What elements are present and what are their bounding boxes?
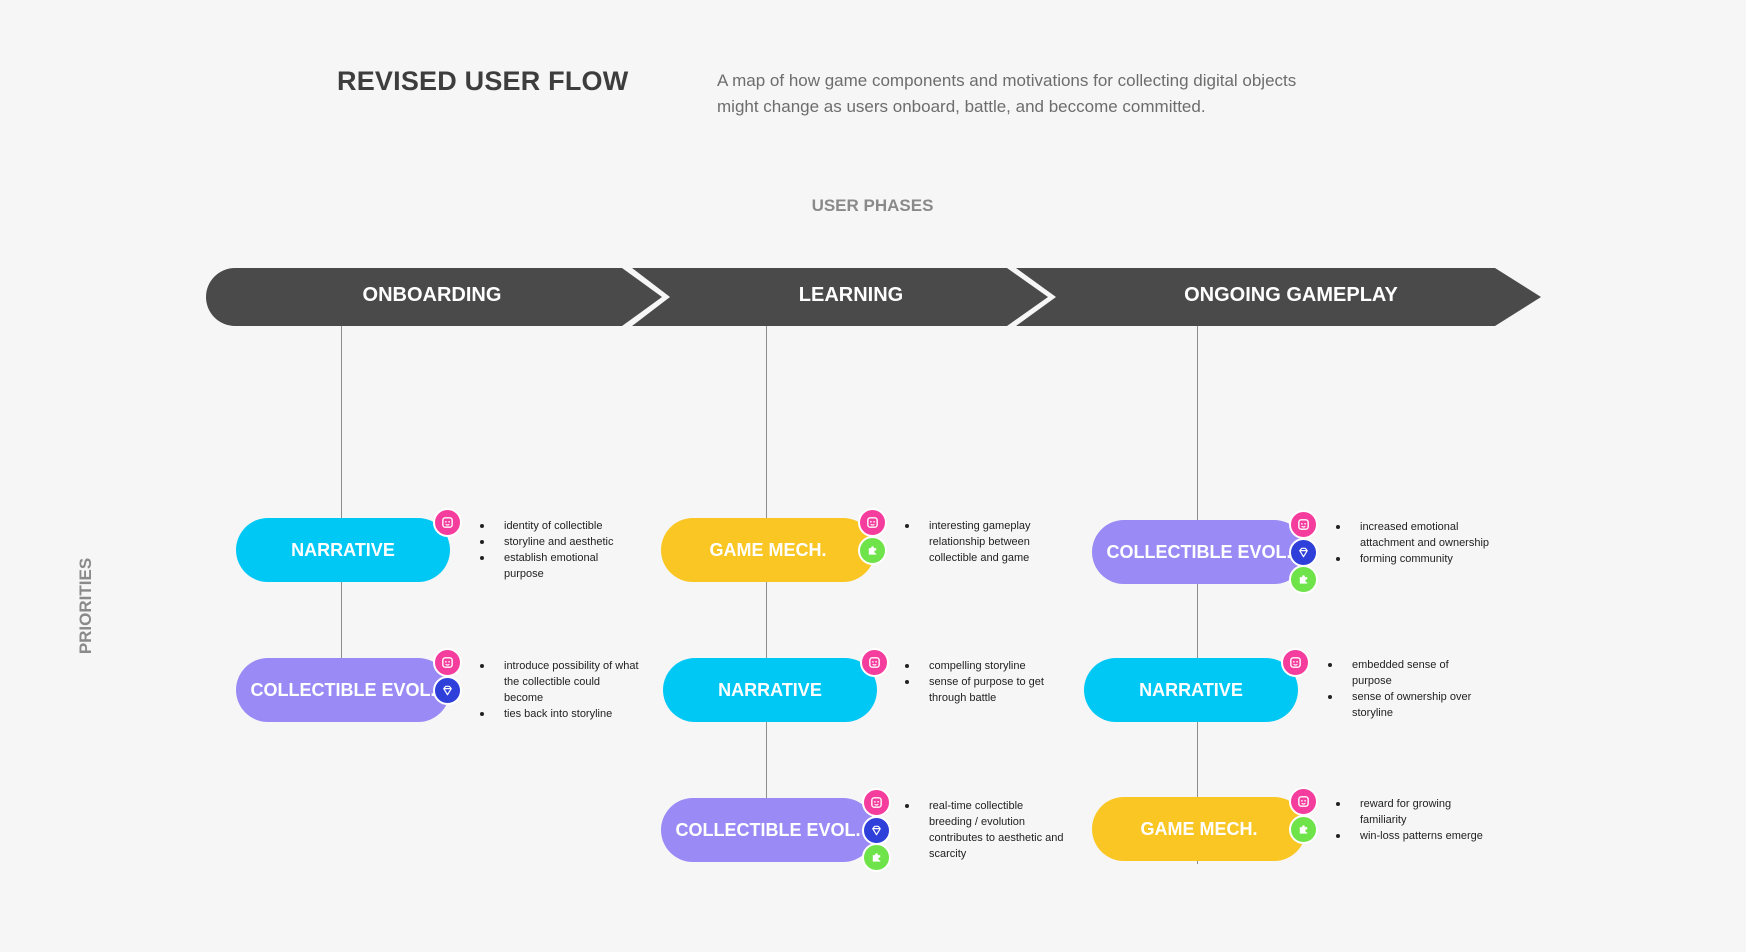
diamond-icon xyxy=(433,676,462,705)
connector-line-ongoing-gameplay xyxy=(1197,326,1198,864)
bullet-item: storyline and aesthetic xyxy=(479,534,639,550)
bullet-item: sense of ownership over storyline xyxy=(1327,689,1487,721)
robot-face-icon xyxy=(860,648,889,677)
priority-pill-narrative: NARRATIVE xyxy=(663,658,877,722)
phase-title-learning: LEARNING xyxy=(798,284,904,306)
robot-face-icon xyxy=(1281,648,1310,677)
priority-pill-narrative: NARRATIVE xyxy=(1084,658,1298,722)
robot-face-icon xyxy=(1289,787,1318,816)
priority-pill-collectible-evolution: COLLECTIBLE EVOL. xyxy=(236,658,450,722)
priority-pill-game-mechanics: GAME MECH. xyxy=(661,518,875,582)
puzzle-piece-icon xyxy=(858,536,887,565)
robot-face-icon xyxy=(433,508,462,537)
bullet-item: sense of purpose to get through battle xyxy=(904,674,1064,706)
bullet-item: embedded sense of purpose xyxy=(1327,657,1487,689)
bullet-item: win-loss patterns emerge xyxy=(1335,828,1495,844)
bullet-list-learning-collectible: real-time collectible breeding / evoluti… xyxy=(904,798,1064,862)
diamond-icon xyxy=(862,816,891,845)
priority-pill-narrative: NARRATIVE xyxy=(236,518,450,582)
bullet-item: identity of collectible xyxy=(479,518,639,534)
user-phases-label: USER PHASES xyxy=(811,196,934,215)
bullet-item: establish emotional purpose xyxy=(479,550,639,582)
bullet-list-ongoing-collectible: increased emotional attachment and owner… xyxy=(1335,519,1495,567)
priority-pill-collectible-evolution: COLLECTIBLE EVOL. xyxy=(661,798,875,862)
phase-title-ongoing-gameplay: ONGOING GAMEPLAY xyxy=(1184,284,1398,306)
puzzle-piece-icon xyxy=(1289,815,1318,844)
priority-pill-game-mechanics: GAME MECH. xyxy=(1092,797,1306,861)
robot-face-icon xyxy=(433,648,462,677)
puzzle-piece-icon xyxy=(1289,565,1318,594)
bullet-item: real-time collectible breeding / evoluti… xyxy=(904,798,1064,862)
robot-face-icon xyxy=(862,788,891,817)
puzzle-piece-icon xyxy=(862,843,891,872)
page-description: A map of how game components and motivat… xyxy=(717,71,1297,116)
bullet-list-onboarding-collectible: introduce possibility of what the collec… xyxy=(479,658,639,722)
priority-pill-collectible-evolution: COLLECTIBLE EVOL. xyxy=(1092,520,1306,584)
phase-arrow-onboarding xyxy=(206,268,662,326)
phase-arrow-ongoing-gameplay xyxy=(1016,268,1541,326)
bullet-list-ongoing-narrative: embedded sense of purpose sense of owner… xyxy=(1327,657,1487,721)
connector-line-onboarding xyxy=(341,326,342,658)
bullet-item: ties back into storyline xyxy=(479,706,639,722)
bullet-item: forming community xyxy=(1335,551,1495,567)
bullet-list-ongoing-game-mechanics: reward for growing familiarity win-loss … xyxy=(1335,796,1495,844)
page-title: REVISED USER FLOW xyxy=(337,66,629,96)
bullet-item: interesting gameplay relationship betwee… xyxy=(904,518,1064,566)
bullet-list-learning-narrative: compelling storyline sense of purpose to… xyxy=(904,658,1064,706)
bullet-item: compelling storyline xyxy=(904,658,1064,674)
bullet-item: increased emotional attachment and owner… xyxy=(1335,519,1495,551)
bullet-item: reward for growing familiarity xyxy=(1335,796,1495,828)
robot-face-icon xyxy=(1289,510,1318,539)
bullet-item: introduce possibility of what the collec… xyxy=(479,658,639,706)
phase-title-onboarding: ONBOARDING xyxy=(362,284,502,306)
bullet-list-onboarding-narrative: identity of collectible storyline and ae… xyxy=(479,518,639,582)
phase-arrow-learning xyxy=(632,268,1048,326)
robot-face-icon xyxy=(858,508,887,537)
bullet-list-learning-game-mechanics: interesting gameplay relationship betwee… xyxy=(904,518,1064,566)
diamond-icon xyxy=(1289,538,1318,567)
